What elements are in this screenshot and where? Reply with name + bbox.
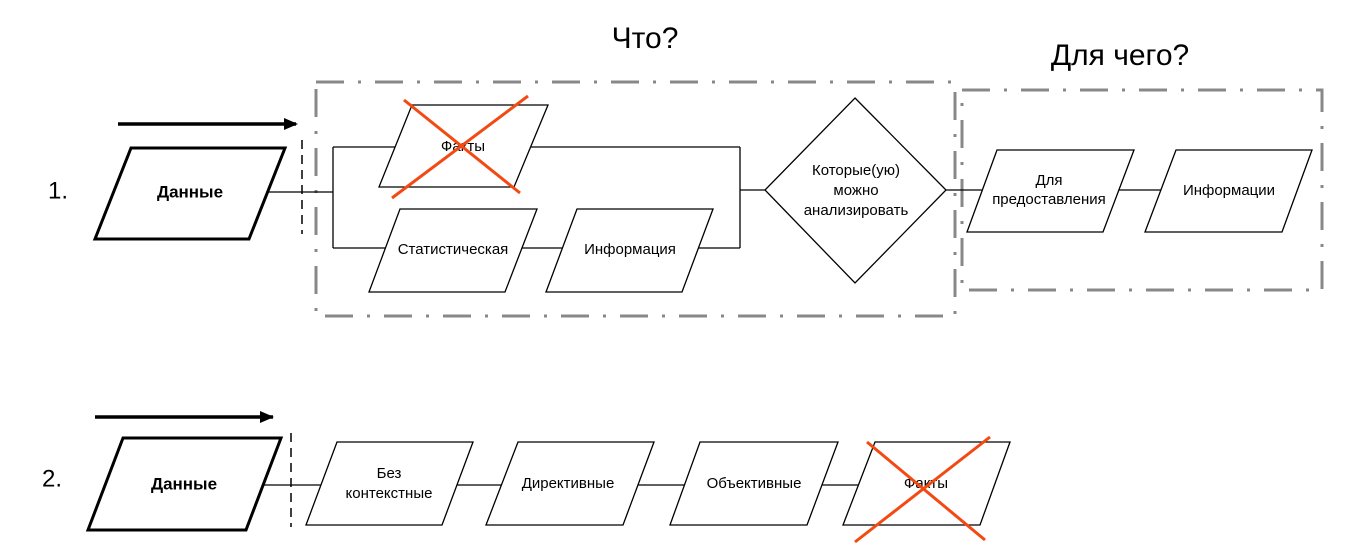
row2-directive-node[interactable]: Директивные [485, 441, 655, 526]
row1-informations-node[interactable]: Информации [1144, 149, 1313, 233]
row2-objective-label: Объективные [707, 475, 802, 492]
for-providing-line-1: Для [1035, 172, 1062, 189]
row1-data-label: Данные [157, 182, 223, 201]
row2-data-label: Данные [151, 474, 217, 493]
row1-for-providing-node[interactable]: Для предоставления [966, 149, 1135, 233]
cross-out-stroke [391, 94, 529, 200]
row1-statistical-node[interactable]: Статистическая [368, 208, 538, 293]
row1-informations-label: Информации [1183, 182, 1275, 199]
row1-information-node[interactable]: Информация [545, 208, 714, 293]
row1-decision-node[interactable]: Которые(ую) можно анализировать [764, 97, 947, 284]
cross-out-stroke [854, 435, 991, 544]
for-providing-line-2: предоставления [992, 191, 1106, 208]
decision-line-3: анализировать [804, 202, 909, 219]
context-free-line-1: Без [377, 465, 402, 482]
cross-out-icon [866, 440, 986, 542]
row2-context-free-node[interactable]: Без контекстные [305, 441, 474, 526]
row2-directive-label: Директивные [522, 475, 615, 492]
row1-information-label: Информация [584, 241, 676, 258]
row2-facts-node[interactable]: Факты [842, 435, 1011, 544]
row2-data-node[interactable]: Данные [85, 436, 284, 532]
row1-statistical-label: Статистическая [398, 241, 509, 258]
context-free-line-2: контекстные [346, 485, 433, 502]
heading-what: Что? [612, 22, 679, 55]
row1-arrowhead-icon [284, 118, 298, 130]
row2-arrowhead-icon [260, 411, 274, 423]
row1-connectors [268, 146, 1162, 249]
decision-line-1: Которые(ую) [812, 162, 900, 179]
row1-facts-node[interactable]: Факты [378, 94, 549, 200]
row2-number: 2. [42, 465, 62, 492]
heading-what-for: Для чего? [1051, 39, 1189, 72]
row2-objective-node[interactable]: Объективные [669, 441, 839, 526]
row1-data-node[interactable]: Данные [92, 146, 288, 241]
decision-line-2: можно [833, 182, 878, 199]
row1-number: 1. [48, 177, 68, 204]
group-what [314, 80, 957, 318]
